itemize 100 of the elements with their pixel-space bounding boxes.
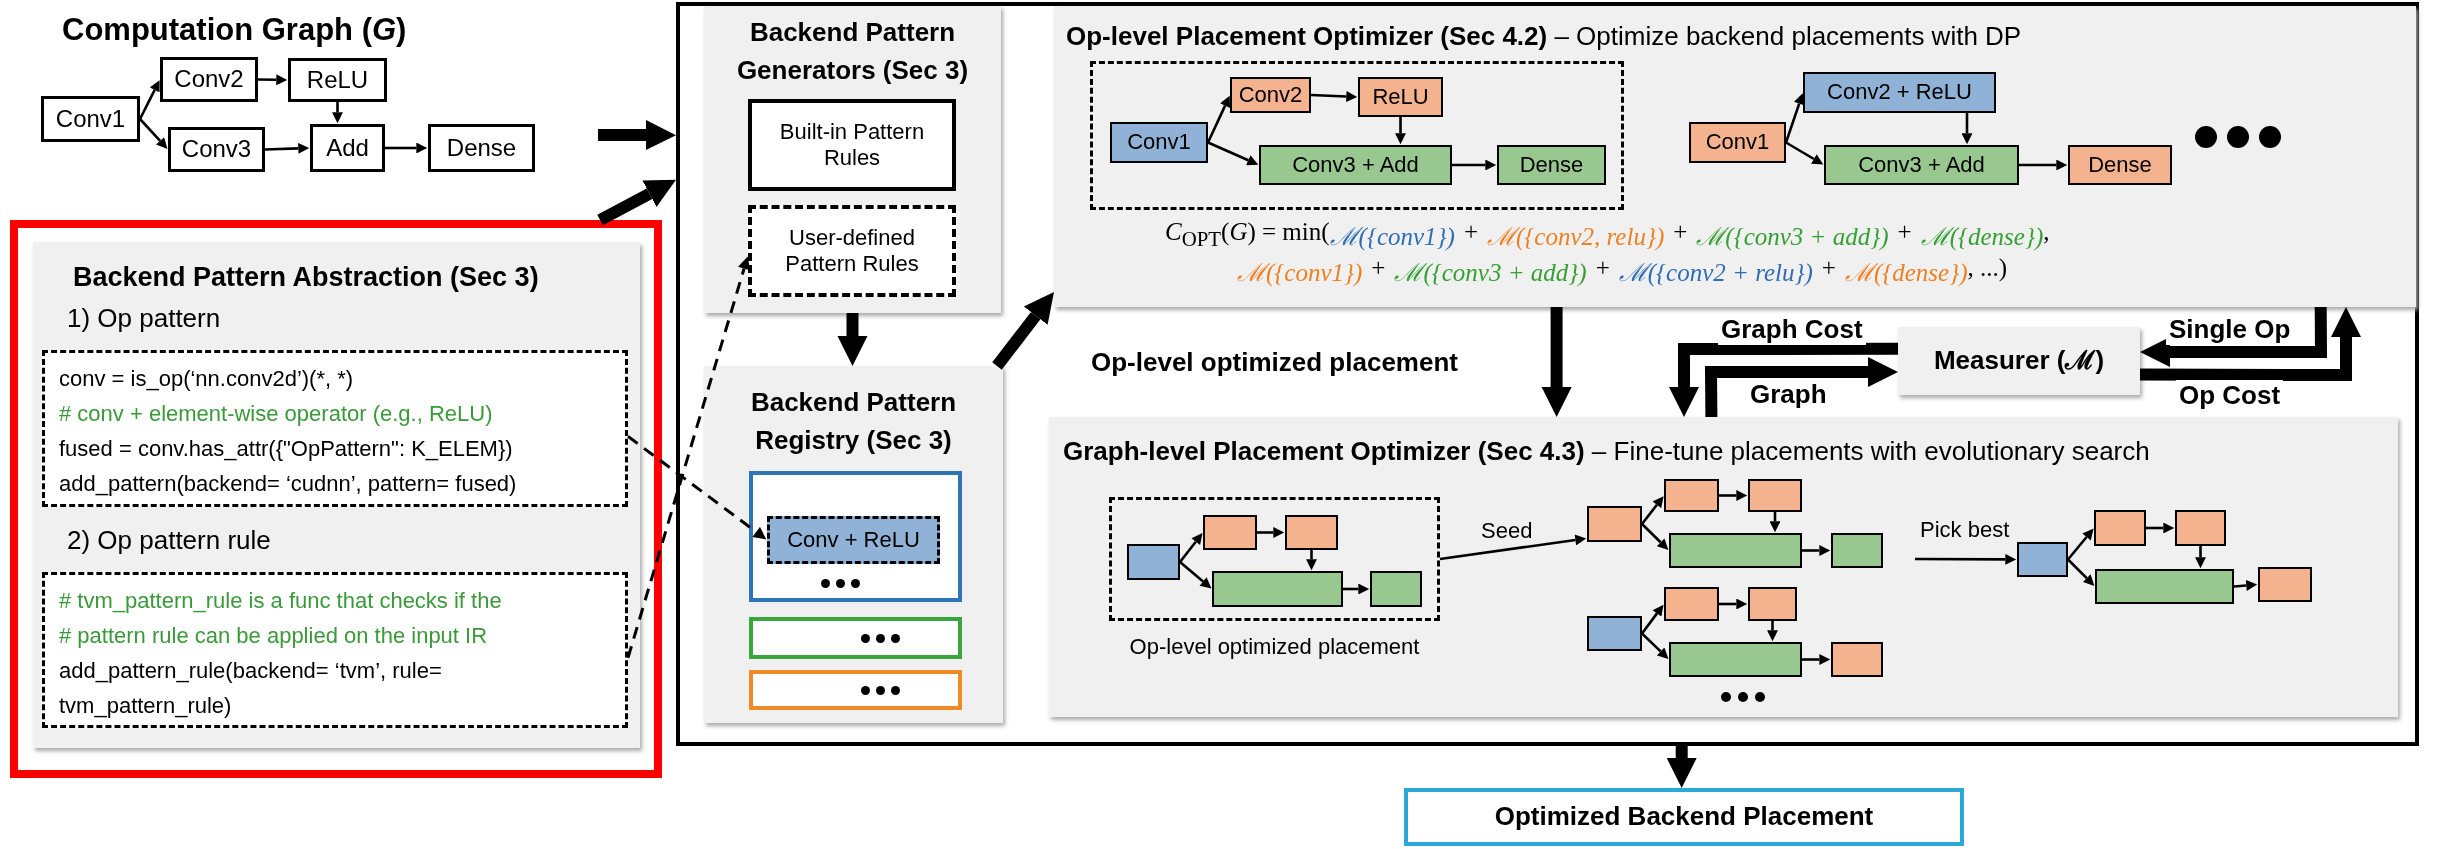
operator-box [1370,571,1422,607]
highlight-frame [10,220,662,778]
group-label: Op-level optimized placement [1128,634,1421,660]
panel [1049,417,2398,717]
operator-box: Conv3 [168,127,265,172]
block-arrow [597,120,676,151]
operator-box: Conv3 + Add [1824,145,2019,185]
formula-text: ℳ({conv2, relu}) [1487,222,1665,252]
dashed-group-box [1090,61,1624,210]
formula-text: + [1595,254,1610,283]
panel-title: Backend Pattern Abstraction (Sec 3) [73,261,540,294]
formula-text: ℳ({dense}) [1920,222,2044,252]
operator-box: Dense [428,124,535,172]
arrow [1802,545,1831,556]
code-line: add_pattern(backend= ‘cudnn’, pattern= fused) [59,470,518,498]
section-heading: 1) Op pattern [67,303,221,334]
edge-label: Op Cost [2176,380,2284,411]
arrow [1207,141,1259,166]
arrow [1178,533,1203,563]
section-heading: 2) Op pattern rule [67,525,271,556]
arrow [1257,527,1285,538]
block-arrow [597,179,676,226]
block-arrow [1666,746,1697,788]
formula-text: + [1463,218,1479,247]
arrow [1767,621,1778,642]
formula-text: + [1673,218,1688,247]
operator-box: ReLU [1358,77,1443,117]
arrow [2195,546,2206,569]
block-arrow [1541,307,1572,417]
arrow [2233,580,2258,591]
formula-text: C$_{OPT}$(G) = min( [1165,218,1330,252]
arrow [1802,654,1831,665]
operator-box [1587,506,1642,542]
arrow [2067,558,2095,586]
operator-box: Add [310,124,385,172]
formula-text: ℳ({conv3 + add}) [1696,222,1889,252]
arrow [1719,490,1748,501]
operator-box [1664,587,1719,621]
arrow [1784,93,1805,143]
operator-box [2017,542,2068,577]
formula-text: ℳ({dense}) [1844,258,1968,288]
block-arrow [992,291,1054,370]
arrow [1961,113,1973,145]
arrow [332,102,343,124]
arrow [1395,117,1406,145]
operator-box: Conv2 [1230,77,1311,113]
operator-box [1831,642,1883,677]
code-line: fused = conv.has_attr({"OpPattern": K_ELEM}) [59,435,514,463]
operator-box [1748,587,1797,621]
operator-box [1669,642,1802,677]
formula-text: ℳ({conv3 + add}) [1394,258,1587,288]
code-comment: # pattern rule can be applied on the input IR [59,622,489,650]
arrow [1439,534,1587,561]
arrow [1719,598,1748,610]
panel [33,242,640,748]
formula-text: + [1897,218,1912,247]
code-line: conv = is_op(‘nn.conv2d’)(*, *) [59,365,355,393]
block-arrow [1669,342,1898,417]
operator-box [1212,571,1343,607]
operator-box: Dense [2068,145,2172,185]
arrow [1206,95,1231,144]
panel-title: Backend Pattern Generators (Sec 3) [735,16,970,87]
formula-text: , ...) [1967,254,2008,281]
operator-box: Conv1 [1110,122,1208,163]
code-comment: # tvm_pattern_rule is a func that checks if the [59,587,503,615]
arrow [1310,91,1358,102]
arrow [2146,522,2175,534]
system-frame [676,2,2419,746]
code-comment: # conv + element-wise operator (e.g., ReLU) [59,400,494,428]
operator-box [2258,567,2312,602]
operator-box: ReLU [288,58,387,102]
arrow [1785,141,1824,165]
operator-box [1203,515,1257,550]
panel [1054,6,2416,307]
panel [704,366,1003,723]
operator-box: Conv3 + Add [1259,145,1452,185]
block-arrow [1704,357,1898,418]
formula-text: ℳ({conv1}) [1237,258,1363,288]
arrow [138,80,160,120]
operator-box [1127,544,1180,580]
operator-box: Conv1 [41,96,140,142]
formula-text: ℳ({conv1}) [1329,223,1455,252]
operator-box: Conv1 [1689,122,1786,163]
operator-box [2095,569,2234,604]
operator-box [1587,616,1642,651]
panel-title: Graph-level Placement Optimizer (Sec 4.3) – Fine-tune placements with evolutionary search [1063,435,2151,468]
arrow [264,142,310,154]
arrow [1306,550,1317,571]
block-arrow [2140,306,2328,367]
block-arrow [837,313,868,366]
operator-box [1285,515,1338,550]
arrow [2067,528,2094,561]
operator-box [2094,510,2146,546]
arrow [1640,604,1664,635]
arrow [1179,561,1212,589]
arrow [1343,583,1370,595]
panel [704,6,1001,313]
backend-box [749,471,962,602]
operator-box [1748,479,1802,512]
arrow [1640,496,1664,525]
